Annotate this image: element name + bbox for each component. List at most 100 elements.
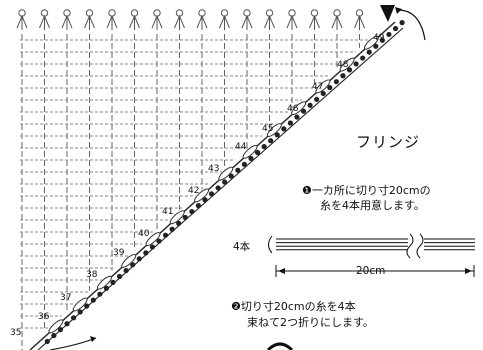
fringe-knot-dot [228, 173, 234, 179]
fringe-knot-dot [268, 138, 274, 144]
fringe-knot-dot [366, 49, 372, 55]
fan-stitch [331, 9, 343, 30]
fan-stitch [354, 9, 365, 30]
fringe-knot-dot [274, 132, 280, 138]
fringe-knot-dot [327, 84, 333, 91]
start-marker-icon [380, 5, 395, 22]
fringe-knot-dot [77, 309, 83, 315]
row-number: 41 [162, 207, 174, 217]
bottom-direction-arrow-icon [49, 337, 97, 350]
fringe-knot-dot [320, 90, 326, 97]
row-number: 48 [337, 60, 349, 70]
fringe-knot-dot [208, 191, 215, 197]
fringe-knot-dot [123, 267, 129, 274]
row-number: 49 [373, 33, 385, 43]
fringe-knot-dot [241, 161, 247, 167]
fringe-attach-shape [169, 210, 185, 225]
fringe-knot-dot [44, 338, 50, 345]
fringe-knot-dot [215, 185, 221, 191]
fringe-attach-shape [48, 319, 64, 334]
fringe-attach-shape [145, 232, 161, 246]
fringe-knot-dot [360, 55, 366, 61]
fringe-knot-dot [281, 126, 287, 132]
folded-strand-illustration [266, 342, 294, 350]
fringe-title: フリンジ [356, 133, 421, 151]
fringe-attach-shape [72, 297, 88, 312]
fringe-attach-shape [339, 57, 355, 72]
break-mark-left [406, 233, 414, 259]
fan-stitch [174, 9, 185, 30]
fringe-knot-dot [373, 43, 379, 49]
fringe-knot-dot [136, 256, 142, 262]
fringe-knot-dot [51, 332, 57, 339]
row-number: 47 [312, 82, 324, 92]
bottom-arrow-head-icon [90, 336, 96, 342]
fringe-knot-dot [307, 102, 313, 108]
fringe-knot-dot [248, 155, 254, 162]
row-number: 38 [86, 270, 98, 280]
step1-line2: 糸を4本用意します。 [320, 199, 425, 212]
fringe-knot-dot [379, 37, 385, 43]
fringe-attach-shape [194, 188, 210, 203]
fringe-knot-dot [110, 279, 116, 285]
fringe-knot-dot [162, 232, 169, 238]
fan-stitch [129, 9, 140, 30]
row-number: 45 [262, 124, 274, 134]
fringe-knot-dot [353, 61, 359, 67]
fringe-knot-dot [143, 250, 149, 256]
fringe-knot-dot [176, 220, 182, 226]
fringe-knot-dot [57, 327, 64, 333]
fan-stitch [16, 9, 28, 30]
fringe-attach-shape [291, 101, 307, 116]
fringe-knot-dot [340, 73, 346, 79]
fringe-knot-dot [392, 25, 399, 32]
fringe-knot-dot [189, 208, 195, 215]
dimension-arrow-left [278, 268, 285, 274]
row-number: 36 [38, 312, 50, 322]
fringe-knot-dot [346, 67, 353, 73]
arrow-head-icon [395, 7, 402, 14]
fringe-knot-dot [195, 203, 202, 209]
fringe-knot-dot [116, 273, 123, 280]
row-number: 40 [138, 229, 150, 239]
fringe-knot-dot [156, 238, 162, 244]
fringe-knot-dot [294, 114, 300, 120]
fringe-knot-dot [261, 144, 267, 150]
step1-marker: ❶ [302, 184, 312, 197]
diagonal-edge [29, 5, 426, 350]
step2-marker: ❷ [231, 300, 241, 313]
break-mark-right [416, 233, 424, 259]
direction-arrow-icon [397, 9, 426, 41]
fan-stitch [196, 9, 208, 30]
fan-stitch [39, 9, 50, 30]
fringe-knot-dot [182, 214, 188, 221]
row-number: 42 [188, 186, 200, 196]
fringe-knot-dot [70, 315, 77, 321]
fan-stitch [84, 9, 95, 30]
fringe-knot-dot [64, 321, 70, 327]
strands-count-label: 4本 [233, 241, 251, 253]
fringe-attach-shape [315, 79, 331, 94]
fringe-attach-shape [96, 275, 112, 290]
stitch-grid [16, 9, 369, 350]
row-number: 44 [235, 142, 247, 152]
fringe-knot-dot [149, 244, 156, 250]
fan-stitch [219, 9, 230, 30]
fringe-attach-shape [363, 35, 379, 50]
fringe-strands-diagram [266, 233, 475, 350]
fringe-knot-dot [333, 79, 339, 85]
diagonal-edge-line [29, 21, 396, 350]
fringe-knot-dot [202, 197, 208, 203]
fan-stitch [151, 9, 163, 30]
fan-stitch [241, 9, 253, 30]
fan-stitch [286, 9, 298, 30]
fringe-knot-dot [254, 149, 261, 156]
fringe-knot-dot [300, 108, 307, 114]
fringe-knot-dot [97, 291, 103, 297]
fringe-knot-dot [287, 120, 293, 126]
fan-stitch [106, 9, 118, 30]
fringe-attach-shape [266, 123, 282, 137]
fringe-knot-dot [84, 303, 90, 309]
dimension-arrow-right [465, 268, 472, 274]
